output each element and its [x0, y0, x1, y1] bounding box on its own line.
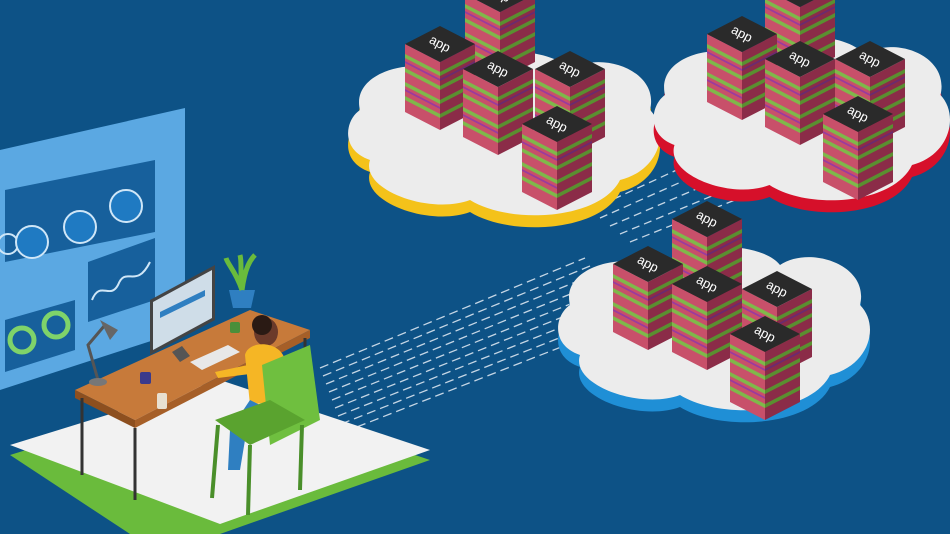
server-stack: app	[522, 106, 592, 210]
chair	[210, 345, 320, 516]
dashboard-panel	[0, 108, 185, 390]
donut-chart-icon	[7, 325, 37, 355]
connection-lines	[319, 257, 626, 433]
donut-chart-icon	[41, 310, 71, 340]
desk-lamp	[86, 320, 118, 386]
server-stack: app	[707, 16, 777, 120]
plant	[223, 253, 257, 308]
server-stack: app	[465, 0, 535, 80]
wave-chart-icon	[91, 261, 151, 301]
server-stack: app	[405, 26, 475, 130]
server-stack: app	[765, 41, 835, 145]
server-stack: app	[835, 41, 905, 145]
server-stack: app	[672, 201, 742, 305]
server-stack: app	[730, 316, 800, 420]
server-stack: app	[672, 266, 742, 370]
firewall-icon	[63, 210, 97, 244]
coffee-cup	[157, 393, 167, 409]
server-stack: app	[742, 271, 812, 375]
server-stack: app	[765, 0, 835, 75]
server-stack: app	[535, 51, 605, 155]
server-stack: app	[823, 96, 893, 200]
monitor	[150, 265, 215, 362]
mug	[140, 372, 151, 384]
server-stack: app	[463, 51, 533, 155]
mug	[230, 322, 240, 333]
server-stack: app	[613, 246, 683, 350]
cloud-settings-icon	[109, 189, 143, 223]
keyboard	[190, 345, 240, 370]
network-icon	[15, 225, 49, 259]
